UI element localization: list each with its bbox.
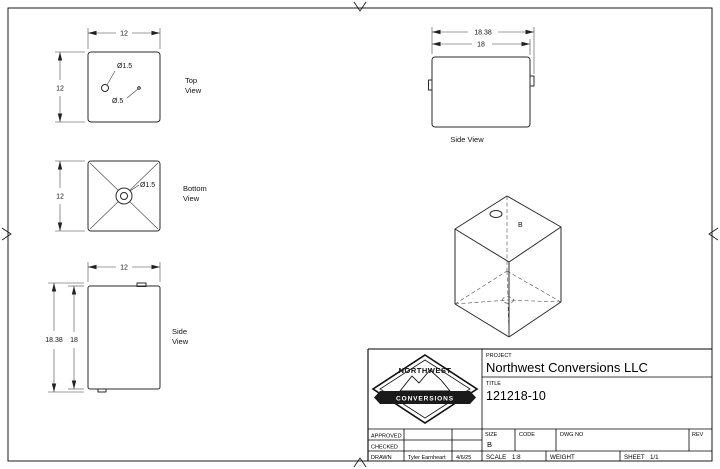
top-view-hole-small [137, 86, 141, 90]
iso-marker-b: B [518, 222, 523, 229]
project-label: PROJECT [486, 353, 512, 359]
logo-name-top: NORTHWEST [399, 366, 452, 375]
bottom-view-drain-hole [120, 192, 128, 200]
top-view-height-dim: 12 [56, 86, 64, 93]
weight-label: WEIGHT [550, 454, 575, 461]
frame-tick-left [1, 227, 12, 241]
logo-banner [380, 391, 470, 404]
logo-badge: NORTHWEST CONVERSIONS [371, 354, 479, 424]
scale-label: SCALE [486, 454, 506, 461]
bottom-view-label-line2: View [183, 194, 200, 203]
dwg-no-label: DWG NO [560, 432, 584, 438]
size-value: B [487, 440, 492, 449]
side-left-top-fitting [136, 282, 147, 287]
side-view-left: 12 18.38 18 Side View [45, 262, 189, 393]
side-left-width-dim: 12 [120, 265, 128, 272]
checked-label: CHECKED [371, 445, 398, 451]
side-left-label-line2: View [172, 337, 189, 346]
side-left-bottom-fitting [97, 388, 107, 393]
side-right-left-fitting [428, 79, 433, 91]
rev-label: REV [692, 432, 704, 438]
project-value: Northwest Conversions LLC [486, 360, 648, 375]
drawn-date: 4/6/25 [456, 455, 471, 461]
approved-label: APPROVED [371, 434, 402, 440]
scale-value: 1:8 [512, 454, 521, 461]
title-value: 121218-10 [486, 389, 546, 403]
top-view-hole-large-callout: Ø1.5 [117, 63, 132, 70]
side-left-height-dim: 18 [70, 337, 78, 344]
code-label: CODE [519, 432, 535, 438]
sheet-label: SHEET [624, 454, 645, 461]
top-view: Ø1.5 Ø.5 12 12 Top View [55, 28, 202, 123]
bottom-view-hole-callout: Ø1.5 [140, 182, 155, 189]
bottom-view: Ø1.5 12 Bottom View [55, 160, 207, 232]
top-view-hole-small-callout: Ø.5 [112, 98, 123, 105]
drawn-name: Tyler Earnheart [408, 455, 446, 461]
side-view-right: 18.38 18 Side View [428, 27, 535, 144]
side-right-right-fitting [529, 75, 535, 87]
side-left-total-height-dim: 18.38 [45, 337, 63, 344]
top-view-hole-large [101, 84, 109, 92]
iso-drain-hole [502, 296, 514, 304]
logo-name-banner: CONVERSIONS [396, 396, 454, 403]
side-right-label: Side View [450, 135, 484, 144]
size-label: SIZE [485, 432, 498, 438]
side-left-label-line1: Side [172, 327, 187, 336]
sheet-value: 1/1 [650, 454, 659, 461]
bottom-view-label-line1: Bottom [183, 184, 207, 193]
side-right-total-width-dim: 18.38 [474, 30, 492, 37]
iso-top-port [489, 210, 503, 218]
bottom-view-height-dim: 12 [56, 194, 64, 201]
frame-tick-bottom [353, 457, 367, 468]
top-view-label-line1: Top [185, 76, 197, 85]
title-block: PROJECT Northwest Conversions LLC TITLE … [367, 348, 712, 461]
isometric-view: B [454, 195, 562, 338]
frame-tick-right [708, 227, 719, 241]
top-view-label-line2: View [185, 86, 202, 95]
side-right-width-dim: 18 [477, 42, 485, 49]
top-view-width-dim: 12 [120, 31, 128, 38]
drawn-label: DRAWN [371, 455, 392, 461]
title-label: TITLE [486, 381, 501, 387]
frame-tick-top [353, 1, 367, 12]
